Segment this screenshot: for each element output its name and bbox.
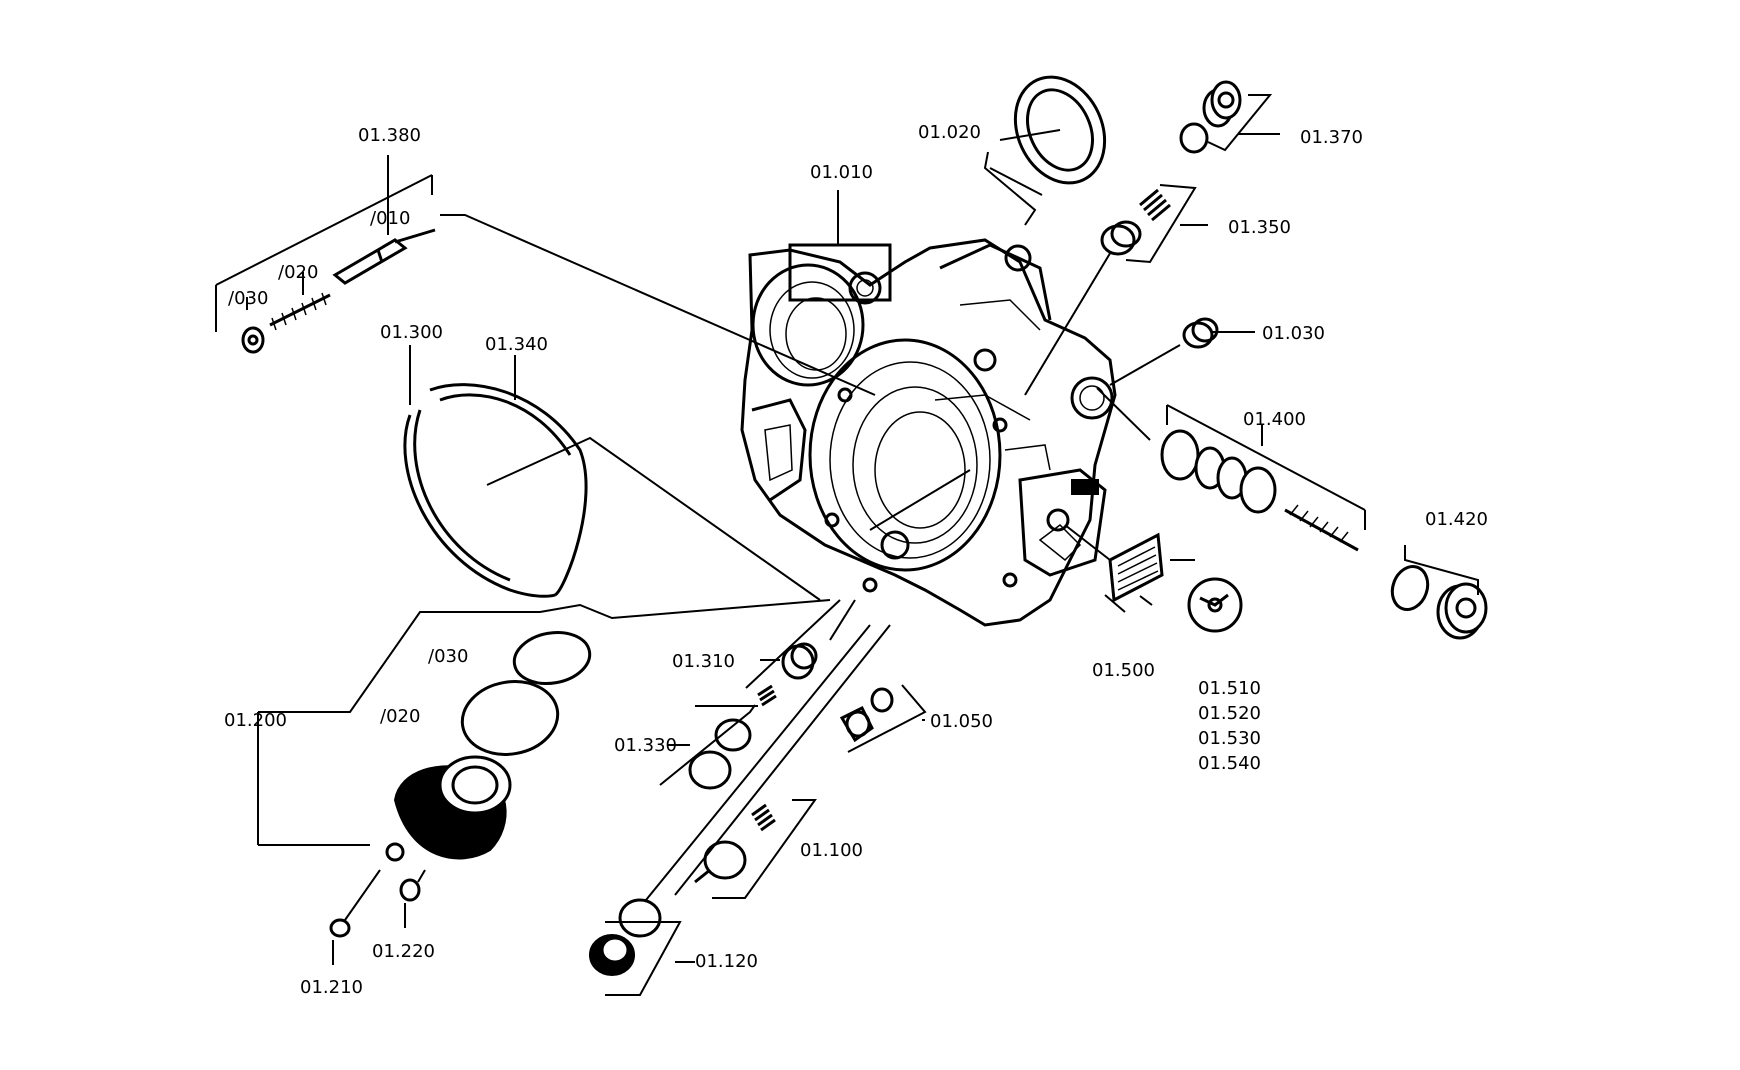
label-01-010: 01.010	[810, 162, 873, 183]
label-01-370: 01.370	[1300, 127, 1363, 148]
label-01-330: 01.330	[614, 735, 677, 756]
part-01-020-seal	[989, 75, 1107, 196]
part-01-330-plug	[659, 684, 777, 790]
part-01-310-plug	[745, 599, 856, 689]
part-01-370-plug	[1179, 80, 1280, 154]
part-01-220-screw	[399, 869, 426, 928]
label-01-020: 01.020	[918, 122, 981, 143]
label-01-200-030: /030	[428, 646, 468, 667]
label-01-220: 01.220	[372, 941, 435, 962]
label-01-420: 01.420	[1425, 509, 1488, 530]
part-01-100-valve	[674, 624, 891, 899]
label-01-510: 01.510	[1198, 678, 1261, 699]
label-01-380-010: /010	[370, 208, 410, 229]
label-01-200-020: /020	[380, 706, 420, 727]
part-01-420-plug	[1390, 545, 1488, 640]
part-01-200-filter	[257, 599, 831, 862]
label-01-380-030: /030	[228, 288, 268, 309]
label-01-200: 01.200	[224, 710, 287, 731]
label-01-120: 01.120	[695, 951, 758, 972]
part-01-510-cap	[1187, 577, 1243, 633]
part-01-210-screw	[329, 869, 381, 965]
part-01-300-snapring	[403, 345, 821, 601]
part-01-380-sensor	[215, 155, 876, 396]
label-01-030: 01.030	[1262, 323, 1325, 344]
label-01-310: 01.310	[672, 651, 735, 672]
label-01-520: 01.520	[1198, 703, 1261, 724]
callout-labels: 01.010 01.020 01.030 01.050 01.100 01.12…	[224, 122, 1488, 998]
label-01-300: 01.300	[380, 322, 443, 343]
housing-leader-lines	[837, 151, 1181, 531]
label-01-100: 01.100	[800, 840, 863, 861]
transmission-housing	[740, 238, 1117, 627]
part-01-030-bush	[1182, 317, 1255, 349]
label-01-530: 01.530	[1198, 728, 1261, 749]
label-01-380: 01.380	[358, 125, 421, 146]
label-01-400: 01.400	[1243, 409, 1306, 430]
part-01-400-valve	[1160, 404, 1366, 552]
part-01-350-spring	[1100, 184, 1208, 264]
label-01-210: 01.210	[300, 977, 363, 998]
part-01-500-screen	[1064, 524, 1195, 613]
part-01-120-plug	[589, 624, 871, 996]
label-01-350: 01.350	[1228, 217, 1291, 238]
label-01-340: 01.340	[485, 334, 548, 355]
label-01-500: 01.500	[1092, 660, 1155, 681]
part-01-050-plug	[839, 684, 927, 753]
label-01-050: 01.050	[930, 711, 993, 732]
label-01-540: 01.540	[1198, 753, 1261, 774]
label-01-380-020: /020	[278, 262, 318, 283]
